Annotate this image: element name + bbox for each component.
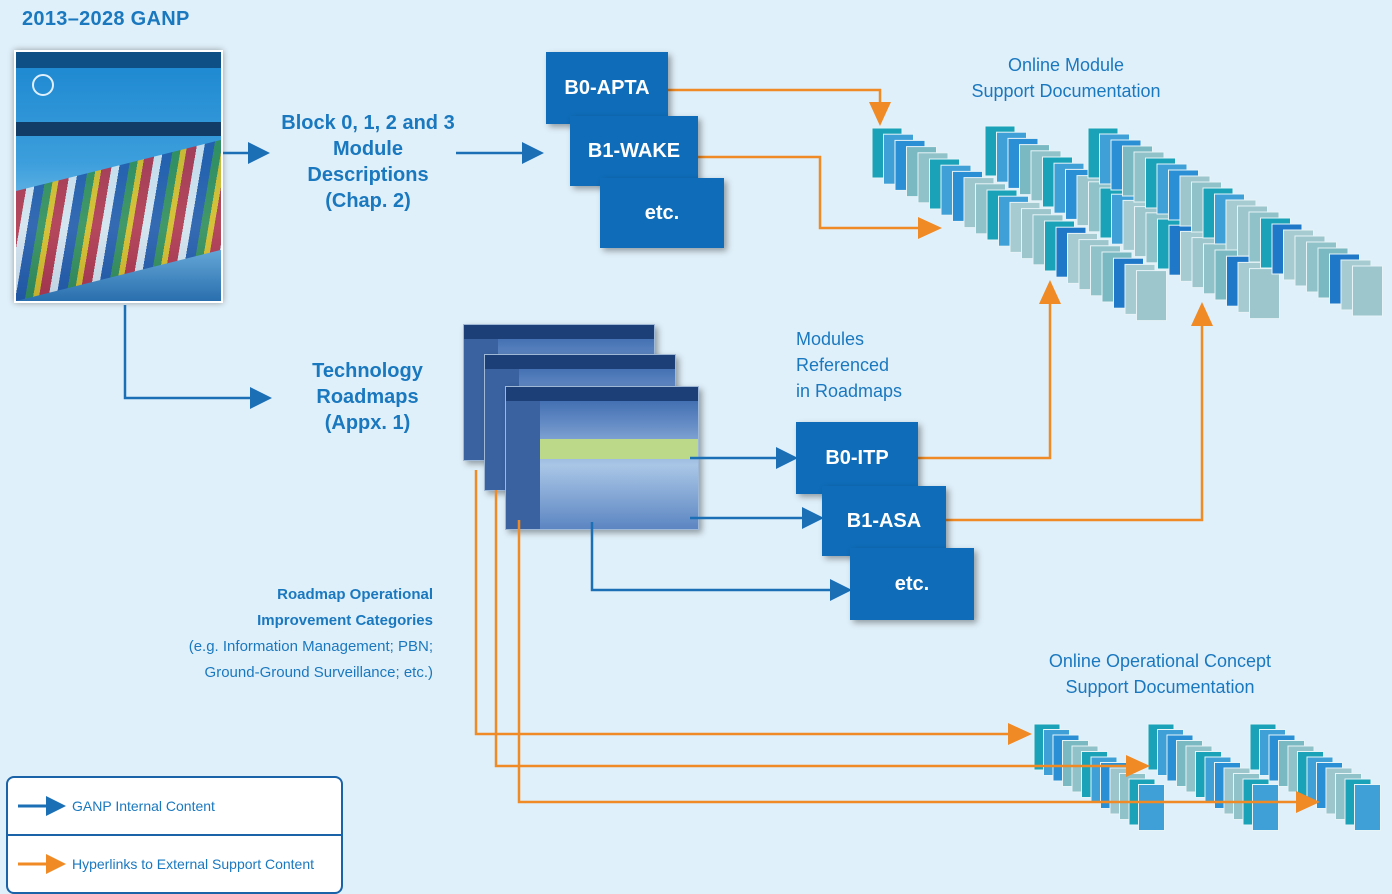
modules-referenced-label: Modules Referenced in Roadmaps: [796, 326, 956, 404]
arrow-b1asa-to-docs: [945, 320, 1204, 522]
document-sheet: [1136, 270, 1167, 322]
module-box-etc: etc.: [600, 178, 724, 248]
orange-arrow-icon: [18, 854, 66, 874]
roadmap-page: [505, 386, 699, 530]
module-box-b1-asa: B1-ASA: [822, 486, 946, 556]
online-concept-label-line: Online Operational Concept: [1048, 651, 1272, 671]
arrow-roadmap-to-etc: [590, 522, 832, 592]
arrow-roadmap-to-concept2: [494, 490, 1130, 768]
document-sheet: [1352, 265, 1383, 317]
arrow-b1wake-to-docs: [698, 155, 925, 230]
arrow-b0itp-to-docs: [918, 300, 1052, 460]
categories-example-line: Ground-Ground Surveillance; etc.): [204, 664, 433, 681]
block-label-line: Descriptions: [307, 164, 429, 186]
module-box-b0-itp: B0-ITP: [796, 422, 918, 494]
document-sheet: [1138, 784, 1165, 831]
legend-row-internal: GANP Internal Content: [8, 778, 341, 836]
categories-heading-line: Roadmap Operational: [277, 586, 433, 603]
online-module-label-line: Online Module: [1007, 55, 1125, 75]
legend-row-external: Hyperlinks to External Support Content: [8, 836, 341, 892]
document-sheet: [1249, 268, 1280, 320]
blue-arrow-icon: [18, 796, 66, 816]
modules-ref-label-line: in Roadmaps: [796, 381, 903, 401]
module-box-b0-apta: B0-APTA: [546, 52, 668, 124]
module-box-etc-roadmap: etc.: [850, 548, 974, 620]
tech-label-line: Roadmaps: [316, 386, 419, 408]
categories-example-line: (e.g. Information Management; PBN;: [188, 638, 433, 655]
online-concept-label-line: Support Documentation: [1065, 677, 1255, 697]
modules-ref-label-line: Modules: [796, 329, 865, 349]
online-concept-doc-label: Online Operational Concept Support Docum…: [1010, 648, 1310, 700]
arrow-roadmap-to-concept3: [517, 520, 1300, 804]
tech-label-line: Technology: [312, 360, 423, 382]
arrow-roadmap-to-concept1: [474, 470, 1015, 736]
online-module-doc-label: Online Module Support Documentation: [940, 52, 1192, 104]
modules-ref-label-line: Referenced: [796, 355, 890, 375]
legend-external-label: Hyperlinks to External Support Content: [72, 856, 315, 872]
block-label-line: Module: [333, 138, 403, 160]
diagram-title: 2013–2028 GANP: [22, 8, 190, 30]
block-label-line: Block 0, 1, 2 and 3: [281, 112, 455, 134]
document-sheet: [1354, 784, 1381, 831]
cover-title-band: [16, 122, 221, 136]
block-label-line: (Chap. 2): [325, 190, 411, 212]
online-module-label-line: Support Documentation: [971, 81, 1161, 101]
document-sheet: [1252, 784, 1279, 831]
roadmap-categories-text: Roadmap Operational Improvement Categori…: [189, 582, 433, 686]
block-descriptions-label: Block 0, 1, 2 and 3 Module Descriptions …: [258, 110, 478, 214]
icao-logo-icon: [32, 74, 54, 96]
arrow-cover-to-roadmaps: [123, 305, 256, 400]
ganp-cover-image: [14, 50, 223, 303]
tech-label-line: (Appx. 1): [324, 412, 411, 434]
arrow-b0apta-to-docs: [668, 88, 882, 106]
module-box-b1-wake: B1-WAKE: [570, 116, 698, 186]
legend-internal-label: GANP Internal Content: [72, 798, 215, 814]
legend: GANP Internal Content Hyperlinks to Exte…: [6, 776, 343, 894]
technology-roadmaps-label: Technology Roadmaps (Appx. 1): [290, 358, 445, 436]
categories-heading-line: Improvement Categories: [257, 612, 433, 629]
cover-top-band: [16, 52, 221, 68]
